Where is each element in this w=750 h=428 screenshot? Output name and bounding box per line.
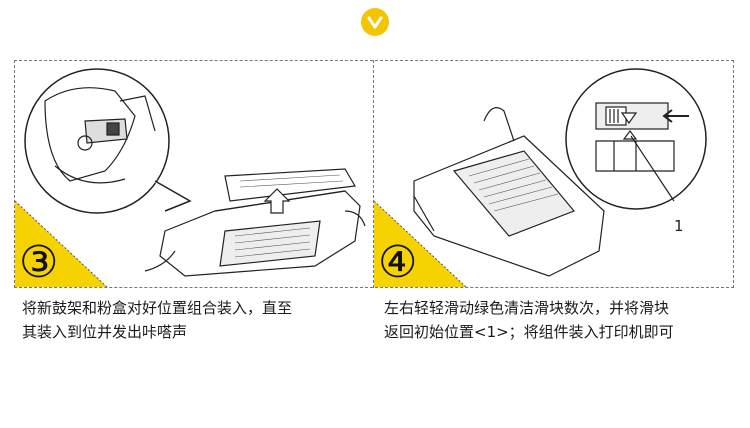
step-4-panel: ④ 1 — [374, 61, 733, 287]
chevron-down-icon — [367, 16, 383, 29]
step-number: ③ — [19, 237, 59, 287]
step-4-caption: 左右轻轻滑动绿色清洁滑块数次，并将滑块 返回初始位置<1>；将组件装入打印机即可 — [384, 299, 674, 341]
drum-toner-assembly-icon — [15, 68, 366, 287]
corner-triangle — [15, 201, 107, 287]
step-number: ④ — [378, 237, 418, 287]
callout-label: 1 — [674, 217, 684, 235]
step-3-caption: 将新鼓架和粉盒对好位置组合装入，直至 其装入到位并发出咔嗒声 — [22, 299, 293, 341]
panel-divider — [373, 60, 374, 288]
steps-frame — [14, 60, 734, 288]
step-3-panel: ③ — [15, 61, 372, 287]
corner-triangle — [374, 201, 466, 287]
step-indicator-badge — [361, 8, 389, 36]
cleaning-slider-icon — [374, 68, 707, 287]
